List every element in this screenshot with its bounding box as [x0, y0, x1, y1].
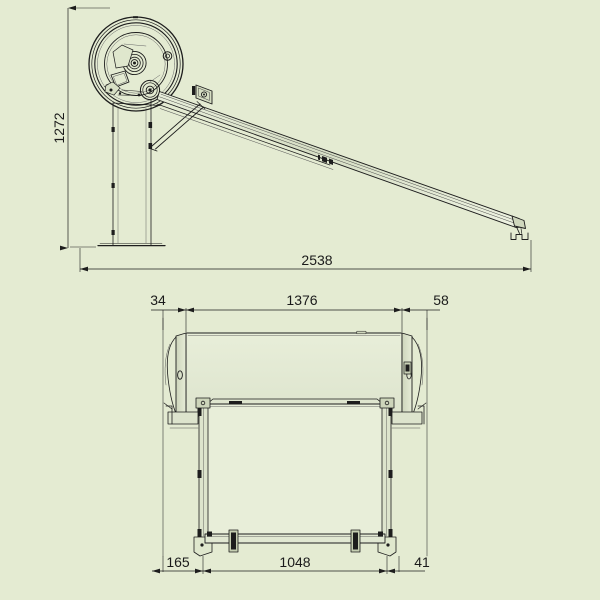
dimension-height-1272: 1272	[51, 5, 110, 251]
lower-boom-rail	[112, 102, 334, 170]
dimension-1376: 1376	[186, 292, 402, 313]
support-strut	[149, 101, 206, 152]
drum-body-plan	[164, 330, 424, 420]
right-rail-assembly	[377, 397, 397, 557]
mast-column	[97, 99, 166, 247]
bottom-cross-beam	[204, 529, 386, 553]
dimension-41: 41	[387, 554, 430, 574]
dimension-value-1376: 1376	[286, 292, 317, 308]
boom-arm	[156, 91, 529, 240]
dimension-value-165: 165	[166, 554, 190, 570]
plan-reference-lines	[162, 317, 428, 557]
dimension-length-2538: 2538	[79, 240, 532, 272]
plan-top-dimensions: 34 1376 58	[150, 292, 449, 332]
dimension-value-34: 34	[150, 292, 166, 308]
boom-pivot-bracket	[192, 84, 213, 105]
plan-bottom-dimensions: 165 1048 41	[152, 554, 430, 574]
left-outer-bracket	[163, 402, 199, 429]
dimension-value-58: 58	[433, 292, 449, 308]
plan-view	[162, 317, 428, 557]
side-elevation-view	[88, 16, 529, 247]
dimension-58: 58	[402, 292, 449, 313]
side-elevation-dimensions: 1272 2538	[51, 5, 532, 272]
dimension-value-1048: 1048	[279, 554, 310, 570]
dimension-34: 34	[150, 292, 186, 313]
right-outer-bracket	[391, 402, 427, 429]
dimension-value-41: 41	[414, 554, 430, 570]
dimension-1048: 1048	[203, 554, 387, 574]
hose-reel-drum	[88, 16, 184, 112]
chassis-frame-plan	[206, 398, 384, 541]
dimension-165: 165	[152, 554, 203, 574]
dimension-value-1272: 1272	[51, 112, 67, 143]
dimension-value-2538: 2538	[301, 252, 332, 268]
